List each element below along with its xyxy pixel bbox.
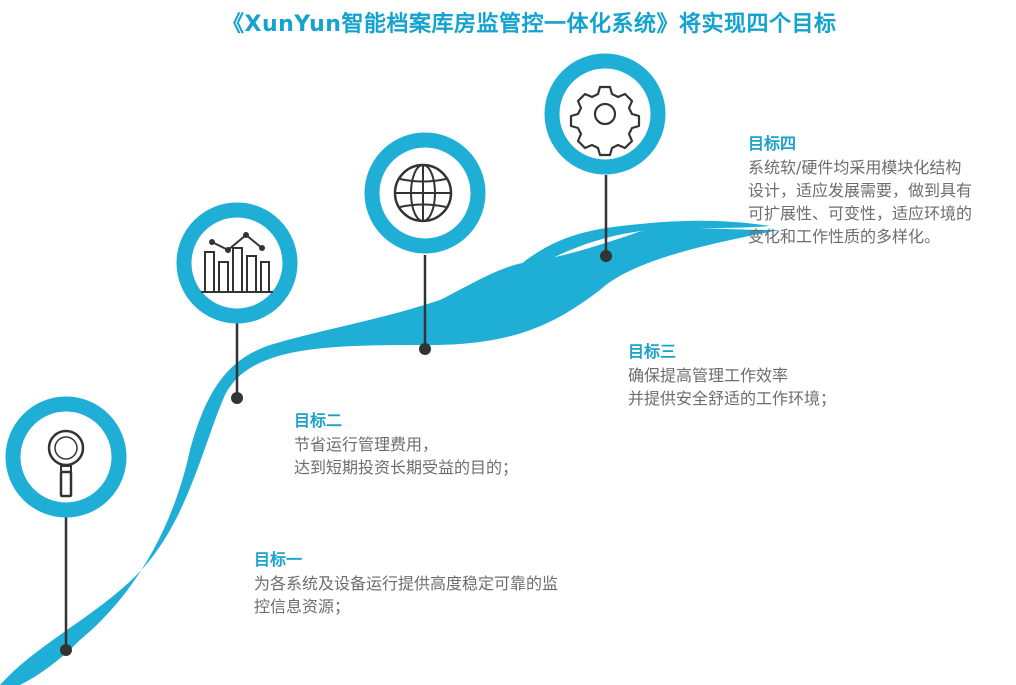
- globe-icon: [364, 132, 486, 254]
- goal-1-line-2: 控信息资源；: [254, 597, 351, 616]
- goal-2-line-2: 达到短期投资长期受益的目的；: [294, 458, 519, 477]
- milestone-dot-4: [600, 250, 612, 262]
- goal-4-line-3: 可扩展性、可变性，适应环境的: [748, 204, 973, 223]
- road-path: [0, 227, 780, 685]
- goal-3-title: 目标三: [628, 342, 677, 361]
- milestone-dot-2: [231, 392, 243, 404]
- goal-1: 目标一 为各系统及设备运行提供高度稳定可靠的监 控信息资源；: [254, 548, 634, 618]
- magnifier-icon: [5, 396, 127, 518]
- goal-2-line-1: 节省运行管理费用，: [294, 435, 439, 454]
- gear-icon: [544, 53, 666, 175]
- milestone-dot-1: [60, 644, 72, 656]
- goal-4: 目标四 系统软/硬件均采用模块化结构 设计，适应发展需要，做到具有 可扩展性、可…: [748, 132, 1014, 248]
- page-title: 《XunYun智能档案库房监管控一体化系统》将实现四个目标: [222, 12, 837, 37]
- goal-1-title: 目标一: [254, 550, 303, 569]
- goal-3: 目标三 确保提高管理工作效率 并提供安全舒适的工作环境；: [628, 340, 888, 410]
- goal-1-line-1: 为各系统及设备运行提供高度稳定可靠的监: [254, 574, 559, 593]
- goal-3-line-2: 并提供安全舒适的工作环境；: [628, 389, 837, 408]
- goal-4-line-4: 变化和工作性质的多样化。: [748, 227, 941, 246]
- goal-4-line-2: 设计，适应发展需要，做到具有: [748, 181, 973, 200]
- goal-4-line-1: 系统软/硬件均采用模块化结构: [748, 158, 962, 177]
- goal-4-title: 目标四: [748, 134, 797, 153]
- goal-3-line-1: 确保提高管理工作效率: [628, 366, 789, 385]
- chart-icon: [176, 202, 298, 324]
- goal-2-title: 目标二: [294, 411, 343, 430]
- goal-2: 目标二 节省运行管理费用， 达到短期投资长期受益的目的；: [294, 409, 594, 479]
- milestone-dot-3: [419, 343, 431, 355]
